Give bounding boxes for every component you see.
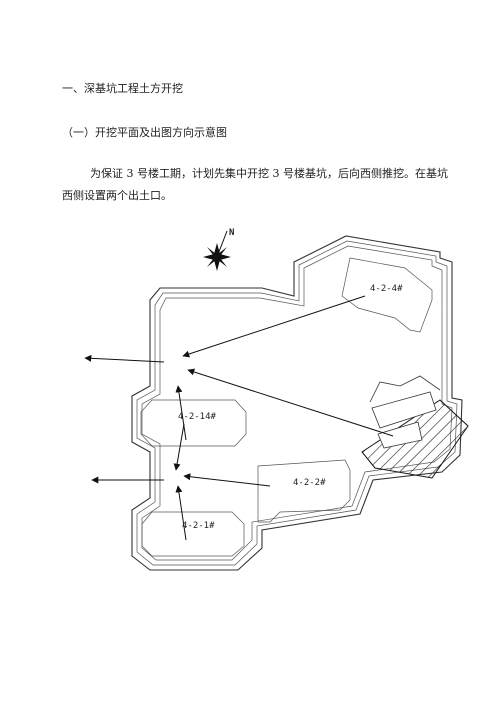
- building-label: 4-2-2#: [293, 478, 326, 488]
- building-4-2-2: 4-2-2#: [257, 459, 351, 523]
- compass-icon: N: [203, 228, 234, 271]
- building-4-2-14: 4-2-14#: [140, 399, 247, 447]
- building-4-2-4: 4-2-4#: [341, 257, 433, 333]
- pit-outline: [131, 235, 463, 571]
- direction-arrows: [84, 295, 394, 541]
- ramp-zone: [361, 375, 469, 479]
- body-paragraph: 为保证 3 号楼工期，计划先集中开挖 3 号楼基坑，后向西侧推挖。在基坑西侧设置…: [62, 167, 448, 202]
- building-label: 4-2-4#: [370, 284, 403, 294]
- building-label: 4-2-1#: [182, 521, 215, 531]
- section-subheading: （一）开挖平面及出图方向示意图: [62, 126, 227, 139]
- compass-letter: N: [229, 228, 234, 238]
- building-label: 4-2-14#: [178, 412, 217, 422]
- section-heading: 一、深基坑工程土方开挖: [62, 82, 183, 95]
- building-4-2-1: 4-2-1#: [141, 511, 245, 557]
